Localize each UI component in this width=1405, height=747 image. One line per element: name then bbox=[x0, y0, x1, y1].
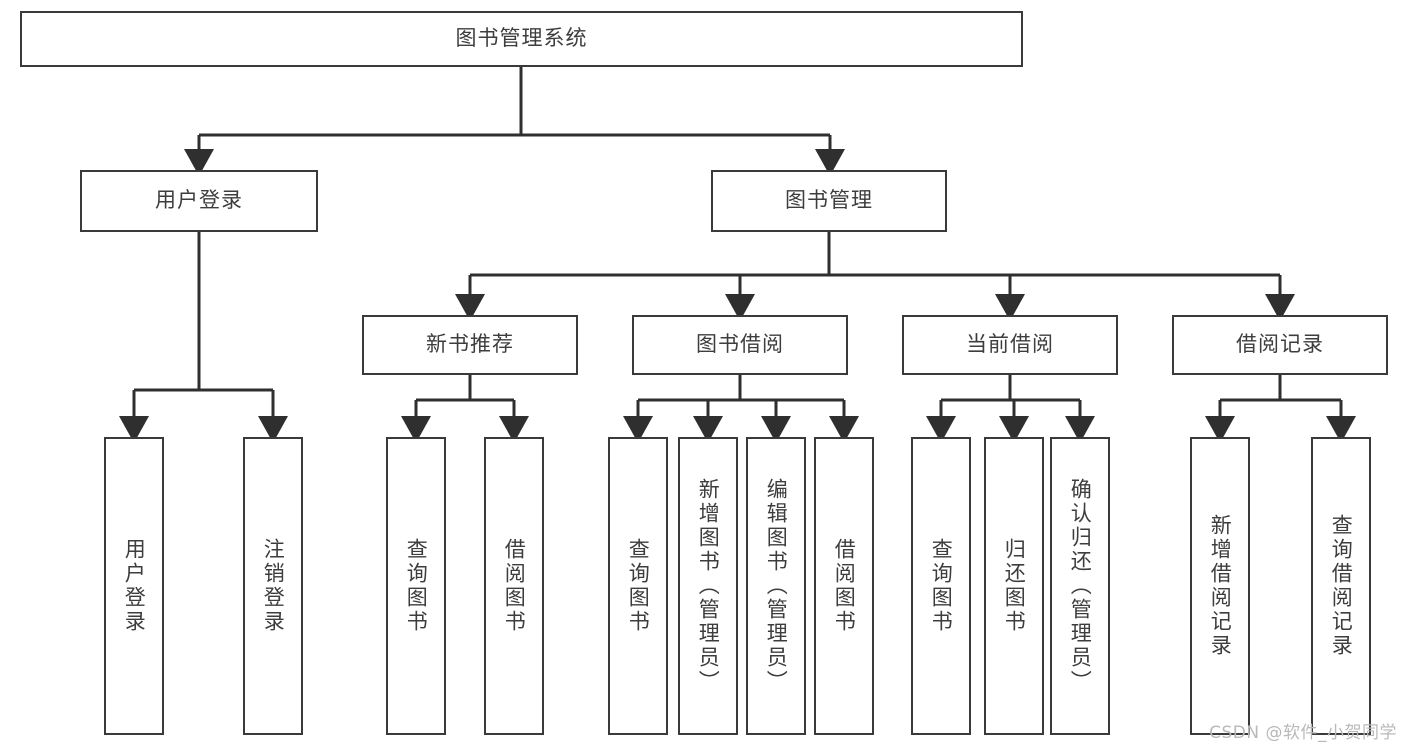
node-label: 借阅图书 bbox=[832, 538, 857, 634]
node-label: 借阅记录 bbox=[1236, 332, 1324, 357]
leaf-node[interactable]: 借阅图书 bbox=[814, 437, 874, 735]
node-label: 查询图书 bbox=[929, 538, 954, 634]
node-label: 新书推荐 bbox=[426, 332, 514, 357]
leaf-node[interactable]: 归还图书 bbox=[984, 437, 1044, 735]
node-label: 查询图书 bbox=[404, 538, 429, 634]
node-label: 用户登录 bbox=[122, 538, 147, 634]
node-label: 确认归还（管理员） bbox=[1068, 478, 1093, 694]
watermark-text: CSDN @软件_小贺同学 bbox=[1209, 723, 1397, 743]
leaf-node[interactable]: 确认归还（管理员） bbox=[1050, 437, 1110, 735]
node-label: 图书借阅 bbox=[696, 332, 784, 357]
leaf-node[interactable]: 新增借阅记录 bbox=[1190, 437, 1250, 735]
leaf-node[interactable]: 查询图书 bbox=[911, 437, 971, 735]
node-label: 注销登录 bbox=[261, 538, 286, 634]
node-user-login[interactable]: 用户登录 bbox=[80, 170, 318, 232]
node-label: 编辑图书（管理员） bbox=[764, 478, 789, 694]
leaf-node[interactable]: 用户登录 bbox=[104, 437, 164, 735]
node-label: 图书管理 bbox=[785, 188, 873, 213]
leaf-node[interactable]: 查询图书 bbox=[608, 437, 668, 735]
node-root[interactable]: 图书管理系统 bbox=[20, 11, 1023, 67]
node-label: 查询图书 bbox=[626, 538, 651, 634]
node-current-borrow[interactable]: 当前借阅 bbox=[902, 315, 1118, 375]
leaf-node[interactable]: 查询借阅记录 bbox=[1311, 437, 1371, 735]
leaf-node[interactable]: 注销登录 bbox=[243, 437, 303, 735]
node-book-borrow[interactable]: 图书借阅 bbox=[632, 315, 848, 375]
leaf-node[interactable]: 新增图书（管理员） bbox=[678, 437, 738, 735]
node-new-book-recommend[interactable]: 新书推荐 bbox=[362, 315, 578, 375]
leaf-node[interactable]: 编辑图书（管理员） bbox=[746, 437, 806, 735]
node-label: 归还图书 bbox=[1002, 538, 1027, 634]
node-label: 查询借阅记录 bbox=[1329, 514, 1354, 658]
node-label: 借阅图书 bbox=[502, 538, 527, 634]
node-label: 新增借阅记录 bbox=[1208, 514, 1233, 658]
node-borrow-record[interactable]: 借阅记录 bbox=[1172, 315, 1388, 375]
leaf-node[interactable]: 查询图书 bbox=[386, 437, 446, 735]
node-label: 图书管理系统 bbox=[455, 26, 588, 51]
node-label: 用户登录 bbox=[155, 188, 243, 213]
node-label: 新增图书（管理员） bbox=[696, 478, 721, 694]
node-book-management[interactable]: 图书管理 bbox=[711, 170, 947, 232]
node-label: 当前借阅 bbox=[966, 332, 1054, 357]
leaf-node[interactable]: 借阅图书 bbox=[484, 437, 544, 735]
